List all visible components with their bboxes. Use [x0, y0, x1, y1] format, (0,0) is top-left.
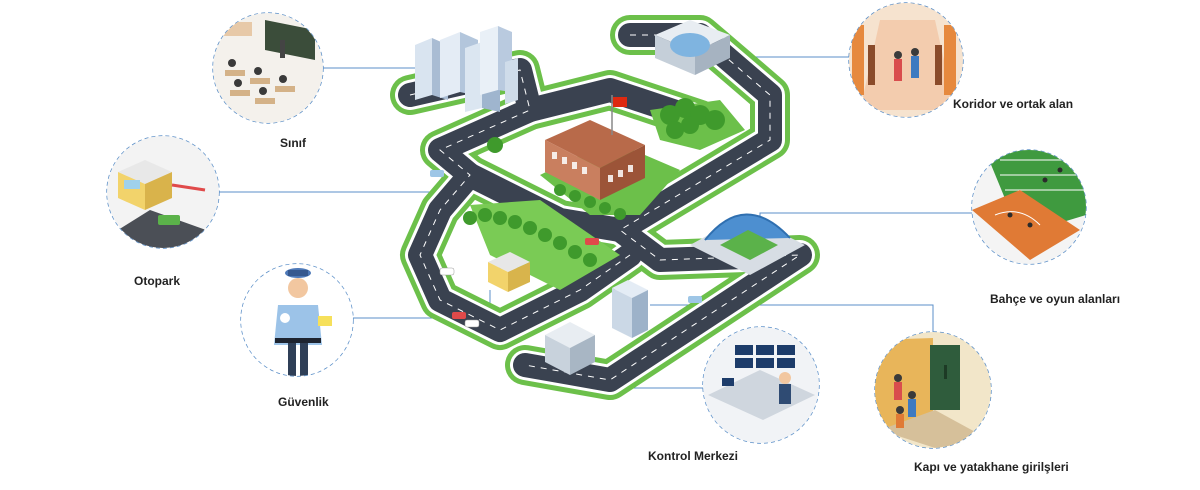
corridor-illustration-icon	[849, 3, 963, 117]
trees	[463, 98, 725, 267]
skyscrapers	[415, 26, 518, 112]
corridor-label: Koridor ve ortak alan	[953, 97, 1074, 111]
parking-circle[interactable]	[106, 135, 220, 260]
garden-playground-circle[interactable]	[971, 149, 1087, 265]
parking-label: Otopark	[134, 274, 181, 288]
control-center-label: Kontrol Merkezi	[648, 449, 739, 463]
classroom-circle[interactable]	[212, 12, 324, 124]
dormitory-entrance-illustration-icon	[875, 332, 991, 448]
sports-field-illustration-icon	[972, 150, 1086, 264]
classroom-label: Sınıf	[280, 136, 306, 150]
entrance-dormitory-circle[interactable]	[874, 331, 992, 449]
top-right-building	[655, 20, 730, 75]
security-label: Güvenlik	[278, 395, 329, 409]
control-room-illustration-icon	[703, 327, 819, 443]
control-center-circle[interactable]	[702, 326, 820, 444]
campus-map	[390, 15, 820, 400]
garden-playground-label: Bahçe ve oyun alanları	[990, 292, 1121, 306]
cars	[430, 170, 702, 328]
security-guard-illustration-icon	[241, 264, 353, 376]
corridor-circle[interactable]	[848, 2, 964, 118]
school-building	[545, 95, 645, 200]
guard-booth	[488, 252, 530, 292]
entrance-dormitory-label: Kapı ve yatakhane girilşleri	[914, 460, 1069, 474]
stadium	[690, 213, 805, 275]
parking-booth-illustration-icon	[107, 136, 219, 248]
security-circle[interactable]	[240, 263, 354, 377]
classroom-illustration-icon	[213, 13, 323, 123]
bottom-buildings	[545, 280, 648, 375]
